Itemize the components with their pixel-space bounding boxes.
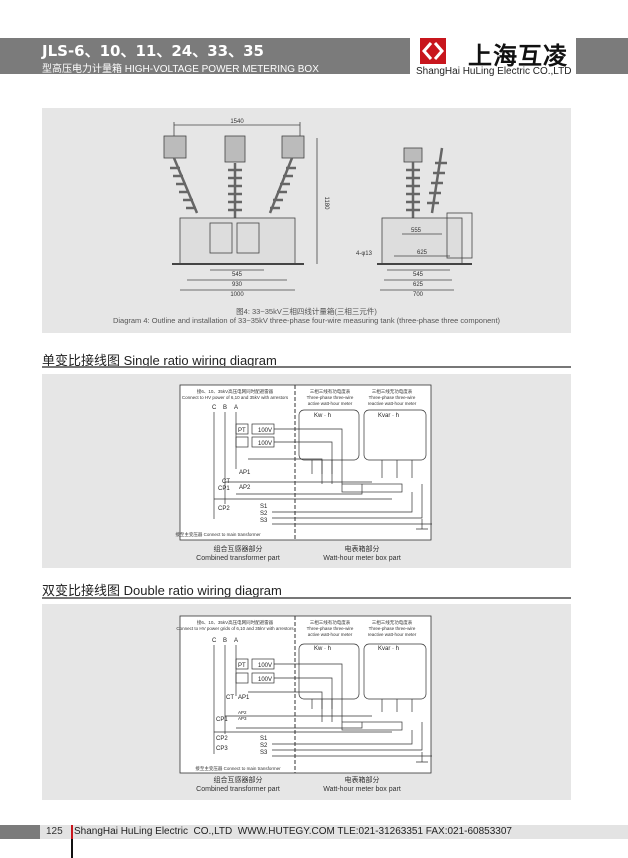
connect-cn: 接6、10、35kV高压电网同时配避雷器 — [197, 619, 274, 626]
dim-625a: 625 — [417, 250, 428, 256]
figure-caption-cn: 图4: 33~35kV三相四线计量箱(三相三元件) — [236, 307, 377, 316]
ap1-label: AP1 — [238, 695, 250, 701]
dim-545: 545 — [232, 272, 243, 278]
meter1-en1: Three-phase three-wire — [307, 395, 354, 400]
kvarh-label: Kvar · h — [378, 646, 399, 652]
header-band-right — [576, 38, 628, 74]
s1-label: S1 — [260, 504, 268, 510]
cp1-label: CP1 — [216, 717, 228, 723]
footer-divider — [71, 825, 73, 858]
dim-side-545: 545 — [413, 272, 424, 278]
meter1-cn: 三相三线有功电度表 — [310, 388, 351, 395]
double-ratio-panel: 接6、10、35kV高压电网同时配避雷器 Connect to HV power… — [42, 604, 571, 800]
phase-b: B — [223, 405, 227, 411]
footer-contact: ShangHai HuLing Electric CO.,LTD WWW.HUT… — [74, 826, 512, 837]
right-part-cn: 电表箱部分 — [345, 544, 380, 553]
transformer-label: 接至主变压器 Connect to main transformer — [195, 765, 281, 772]
dim-930: 930 — [232, 282, 243, 288]
header-band — [0, 38, 410, 74]
voltage-1: 100V — [258, 428, 272, 434]
phase-c: C — [212, 638, 217, 644]
footer-bar — [40, 825, 628, 839]
logo-icon — [420, 38, 446, 64]
ap2-label: AP2 — [239, 485, 251, 491]
footer-accent — [71, 825, 73, 839]
left-part-en: Combined transformer part — [196, 786, 280, 793]
ct-label: CT — [226, 695, 234, 701]
connect-cn: 接6、10、35kV高压电网同时配避雷器 — [197, 388, 274, 395]
dim-hole: 4-φ13 — [356, 251, 373, 257]
right-part-en: Watt-hour meter box part — [323, 555, 401, 562]
pt-label: PT — [238, 428, 246, 434]
meter1-en2: active watt-hour meter — [308, 401, 353, 406]
phase-c: C — [212, 405, 217, 411]
figure-caption-en: Diagram 4: Outline and installation of 3… — [112, 316, 501, 325]
phase-b: B — [223, 638, 227, 644]
kwh-label: Kw · h — [314, 646, 331, 652]
left-part-cn: 组合互感器部分 — [214, 544, 263, 553]
meter1-cn: 三相三线有功电度表 — [310, 619, 351, 626]
pt-label: PT — [238, 663, 246, 669]
s2-label: S2 — [260, 743, 268, 749]
left-part-cn: 组合互感器部分 — [214, 775, 263, 784]
dim-1180: 1180 — [323, 197, 329, 211]
transformer-label: 接至主变压器 Connect to main transformer — [175, 531, 261, 538]
meter2-en2: reactive watt-hour meter — [368, 632, 417, 637]
page-title: JLS-6、10、11、24、33、35 — [42, 42, 264, 60]
meter2-en1: Three-phase three-wire — [369, 395, 416, 400]
ap1-label: AP1 — [239, 470, 251, 476]
outline-drawing: 1540 1180 545 930 1000 555 625 545 625 7… — [163, 119, 473, 298]
meter2-cn: 三相三线无功电度表 — [372, 388, 413, 395]
section-divider — [42, 597, 571, 599]
page-subtitle: 型高压电力计量箱 HIGH-VOLTAGE POWER METERING BOX — [42, 64, 319, 75]
dim-1540: 1540 — [230, 119, 244, 125]
single-ratio-diagram: 接6、10、35kV高压电网同时配避雷器 Connect to HV power… — [175, 384, 432, 562]
phase-a: A — [234, 405, 238, 411]
footer-block — [0, 825, 40, 839]
meter1-en1: Three-phase three-wire — [307, 626, 354, 631]
dim-1000: 1000 — [230, 292, 244, 298]
s1-label: S1 — [260, 736, 268, 742]
logo-text-en: ShangHai HuLing Electric CO.,LTD — [416, 66, 572, 77]
section-heading-double: 双变比接线图 Double ratio wiring diagram — [42, 583, 282, 598]
right-part-cn: 电表箱部分 — [345, 775, 380, 784]
kvarh-label: Kvar · h — [378, 413, 399, 419]
meter2-cn: 三相三线无功电度表 — [372, 619, 413, 626]
right-part-en: Watt-hour meter box part — [323, 786, 401, 793]
s3-label: S3 — [260, 750, 268, 756]
meter2-en1: Three-phase three-wire — [369, 626, 416, 631]
meter1-en2: active watt-hour meter — [308, 632, 353, 637]
section-heading-single: 单变比接线图 Single ratio wiring diagram — [42, 353, 277, 368]
meter2-en2: reactive watt-hour meter — [368, 401, 417, 406]
cp1-label: CP1 — [218, 486, 230, 492]
phase-a: A — [234, 638, 238, 644]
page-number: 125 — [46, 826, 63, 837]
voltage-2: 100V — [258, 677, 272, 683]
dim-555: 555 — [411, 228, 422, 234]
cp2-label: CP2 — [218, 506, 230, 512]
s3-label: S3 — [260, 518, 268, 524]
dim-side-625: 625 — [413, 282, 424, 288]
logo-text-cn: 上海互凌 — [468, 43, 568, 70]
ap3-label: AP3 — [238, 716, 247, 721]
double-ratio-diagram: 接6、10、35kV高压电网同时配避雷器 Connect to HV power… — [176, 615, 432, 793]
connect-en: Connect to HV power grids of 6,10 and 35… — [176, 626, 294, 631]
outline-figure-panel: 1540 1180 545 930 1000 555 625 545 625 7… — [42, 108, 571, 333]
voltage-1: 100V — [258, 663, 272, 669]
left-part-en: Combined transformer part — [196, 555, 280, 562]
s2-label: S2 — [260, 511, 268, 517]
connect-en: Connect to HV power of 6,10 and 35kV wit… — [182, 395, 289, 400]
voltage-2: 100V — [258, 441, 272, 447]
section-divider — [42, 366, 571, 368]
dim-700: 700 — [413, 292, 424, 298]
ap2-label: AP2 — [238, 710, 247, 715]
kwh-label: Kw · h — [314, 413, 331, 419]
cp2-label: CP2 — [216, 736, 228, 742]
single-ratio-panel: 接6、10、35kV高压电网同时配避雷器 Connect to HV power… — [42, 374, 571, 568]
cp3-label: CP3 — [216, 746, 228, 752]
